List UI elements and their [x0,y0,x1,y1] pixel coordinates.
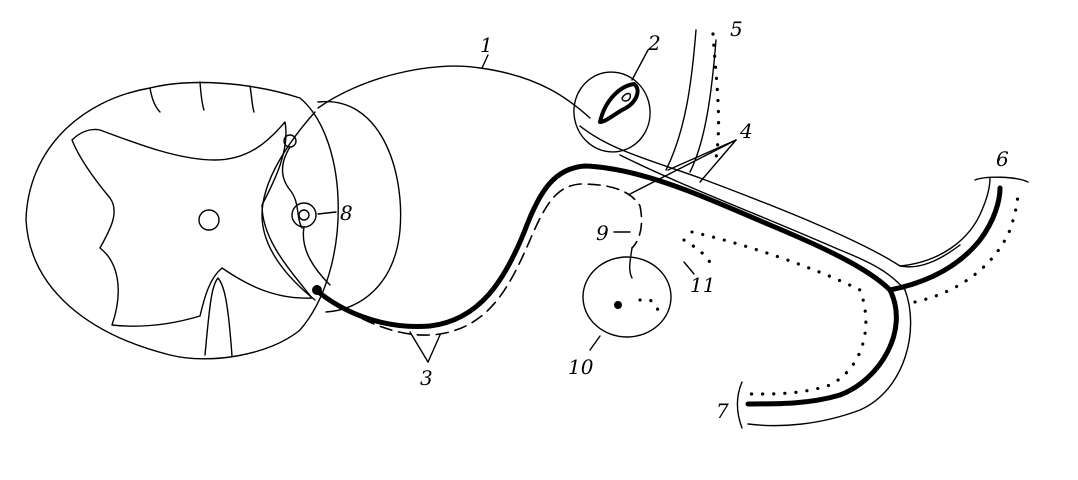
ventral-fissure [204,277,233,357]
central-canal [198,209,220,231]
prevertebral-neuron [614,301,622,309]
leader-1 [481,54,489,69]
label-3: 3 [420,366,433,390]
label-11: 11 [690,273,715,297]
preganglionic-fiber [329,183,643,336]
lateral-horn-neuron-axon [302,226,331,286]
leader-2 [631,49,649,81]
bracket-7 [736,381,743,429]
ganglion-fiber-9 [629,247,633,279]
ventral-ramus-outline [747,289,912,427]
label-10: 10 [568,355,594,379]
dorsal-horn-neuron-axon [281,146,303,229]
leader-11 [683,261,695,275]
label-5: 5 [730,17,743,41]
ganglion-cell [598,82,640,124]
bracket-6 [974,176,1029,183]
efferent-origin [312,285,322,295]
sympathetic-trunk-dotted [711,32,721,160]
sympathetic-trunk-line [665,29,697,171]
label-4: 4 [739,119,753,143]
dorsal-root-fiber [317,65,591,119]
prevertebral-dots [638,297,662,320]
label-7: 7 [716,399,729,423]
label-2: 2 [647,31,661,55]
ganglion-cell-nucleus [621,92,632,102]
lateral-horn-neuron [291,202,317,228]
dorsal-sulcus [149,81,255,113]
grey-matter [71,121,313,327]
leader-8 [317,211,337,215]
label-9: 9 [596,221,609,245]
efferent-fiber [313,163,899,407]
dorsal-root-circle [317,100,402,313]
spinal-nerve-upper [579,125,961,268]
spinal-ganglion [573,71,651,153]
postganglionic-fiber-upper [690,230,868,396]
spinal-nerve-lower [619,154,906,291]
lateral-horn-outline [261,111,316,301]
leader-4c [629,139,737,195]
postganglionic-branch [913,188,1020,304]
efferent-fiber-branch [887,185,1003,293]
leader-10 [589,335,601,351]
spinal-cord-outline [25,81,339,360]
label-6: 6 [996,147,1009,171]
label-1: 1 [480,33,493,57]
leader-4b [699,139,737,183]
dorsal-ramus-outline [899,177,991,267]
lateral-horn-neuron-inner [298,209,310,221]
postganglionic-fiber-lower [682,238,714,270]
leader-3a [427,334,441,363]
label-8: 8 [340,201,353,225]
prevertebral-ganglion [582,256,672,338]
leader-3b [409,331,429,363]
